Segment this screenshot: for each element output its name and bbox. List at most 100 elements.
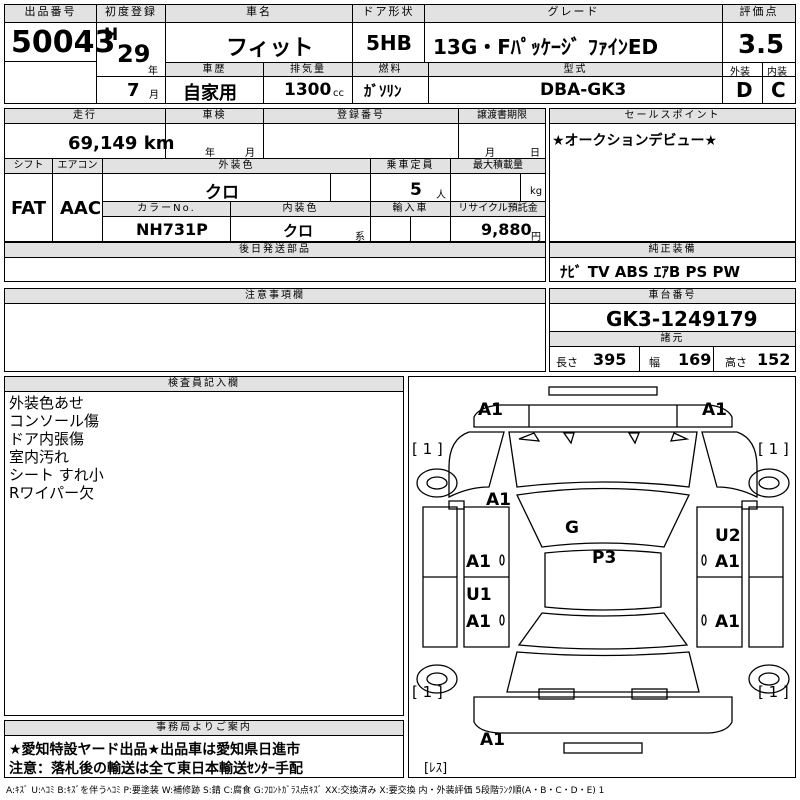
transfer-deadline-label: 譲渡書期限 [459,109,545,123]
inspection-month-unit: 月 [245,148,255,159]
car-diagram [408,376,796,778]
inspector-note: 室内汚れ [9,448,70,466]
sales-point: ★オークションデビュー★ [552,133,718,149]
mark-note: [ﾚｽ] [424,761,448,776]
height-label: 高さ [725,356,747,369]
inspection-year-unit: 年 [205,148,215,159]
office-box [4,720,404,778]
registration-label: 登録番号 [264,109,458,123]
mark-glass: G [565,518,579,538]
inspection-label: 車検 [166,109,263,123]
length: 395 [593,350,627,369]
door-type: 5HB [366,31,412,55]
score-label: 評価点 [723,5,795,22]
notes-box [4,288,546,372]
aircon: AAC [60,198,102,219]
inspector-box [4,376,404,716]
car-name: フィット [226,36,314,61]
equipment-label: 純正装備 [550,243,795,257]
length-label: 長さ [556,356,578,369]
mark-right-front-door-upper: U2 [715,526,741,546]
mark-right-rear-door: A1 [715,612,740,632]
deadline-month-unit: 月 [485,148,495,159]
mark-rear: A1 [480,730,505,750]
chassis-number: GK3-1249179 [606,307,758,331]
capacity: 5 [410,180,422,200]
mark-front-left: A1 [478,400,503,420]
mark-right-front-door: A1 [715,552,740,572]
legend: A:ｷｽﾞ U:ﾍｺﾐ B:ｷｽﾞを伴うﾍｺﾐ P:要塗装 W:補修跡 S:錆 … [6,786,605,796]
width: 169 [678,350,712,369]
inspector-note: Rワイパー欠 [9,484,95,502]
max-load-unit: kg [530,186,543,197]
mark-bracket-rl: [ 1 ] [412,683,443,701]
ext-color-label: 外装色 [103,159,370,173]
interior-score: C [771,78,786,102]
import-label: 輸入車 [371,202,450,216]
lot-number: 50043 [11,25,116,60]
shift: FAT [11,198,47,219]
mark-left-rear-door: A1 [466,612,491,632]
first-reg-era: H [104,25,119,45]
mark-left-front-door: A1 [466,552,491,572]
first-reg-label: 初度登録 [97,5,165,22]
mileage-label: 走行 [5,109,165,123]
aircon-label: エアコン [53,159,102,173]
grade-label: グレード [425,5,722,22]
color-no: NH731P [136,220,208,239]
width-label: 幅 [649,356,660,369]
specs-label: 諸元 [550,332,795,346]
inspector-note: コンソール傷 [9,412,100,430]
grade: 13G・Fﾊﾟｯｹｰｼﾞ ﾌｧｲﾝED [433,35,659,59]
rear-parts-label: 後日発送部品 [5,243,545,257]
deadline-day-unit: 日 [530,148,540,159]
displacement-unit: cc [333,88,344,99]
rear-parts-box [4,242,546,282]
recycle-label: リサイクル預託金 [451,202,545,216]
displacement-label: 排気量 [264,63,352,76]
mark-bracket-fl: [ 1 ] [412,440,443,458]
office-line-1: ★愛知特設ヤード出品★出品車は愛知県日進市 [9,742,301,758]
sales-point-label: セールスポイント [550,109,795,123]
recycle: 9,880 [481,220,532,239]
inspector-label: 検査員記入欄 [5,377,403,391]
mark-hood: A1 [486,490,511,510]
int-color: クロ [283,222,314,240]
capacity-unit: 人 [436,190,446,201]
detail-table [4,108,546,242]
mileage: 69,149 km [68,133,175,154]
max-load-label: 最大積載量 [451,159,545,173]
mark-bracket-fr: [ 1 ] [758,440,789,458]
first-reg-month-unit: 月 [149,90,159,101]
fuel: ｶﾞｿﾘﾝ [364,82,402,100]
first-reg-year-unit: 年 [148,66,158,77]
interior-score-label: 内装 [767,67,787,78]
door-label: ドア形状 [353,5,424,22]
exterior-score: D [736,78,753,102]
inspector-note: 外装色あせ [9,394,85,412]
ext-color: クロ [205,183,239,203]
equipment-box [549,242,796,282]
chassis-label: 車台番号 [550,289,795,303]
inspector-note: シート すれ小 [9,466,104,484]
int-color-unit: 系 [355,232,365,243]
mark-bracket-rr: [ 1 ] [758,683,789,701]
model-label: 型式 [429,63,722,76]
office-label: 事務局よりご案内 [5,721,403,735]
office-line-2: 注意：落札後の輸送は全て東日本輸送ｾﾝﾀｰ手配 [9,761,303,777]
capacity-label: 乗車定員 [371,159,450,173]
mark-left-rear-door-upper: U1 [466,585,492,605]
equipment: ﾅﾋﾞ TV ABS ｴｱB PS PW [560,263,741,281]
fuel-label: 燃料 [353,63,428,76]
exterior-score-label: 外装 [730,67,750,78]
model: DBA-GK3 [540,80,627,100]
notes-label: 注意事項欄 [5,289,545,303]
history-label: 車歴 [166,63,263,76]
first-reg-month: 7 [127,80,140,101]
lot-number-label: 出品番号 [5,5,96,22]
inspector-notes: 外装色あせ コンソール傷 ドア内張傷 室内汚れ シート すれ小 Rワイパー欠 [9,394,104,502]
displacement: 1300 [284,80,332,100]
int-color-label: 内装色 [231,202,370,216]
mark-roof: P3 [592,548,617,568]
history: 自家用 [183,83,237,104]
